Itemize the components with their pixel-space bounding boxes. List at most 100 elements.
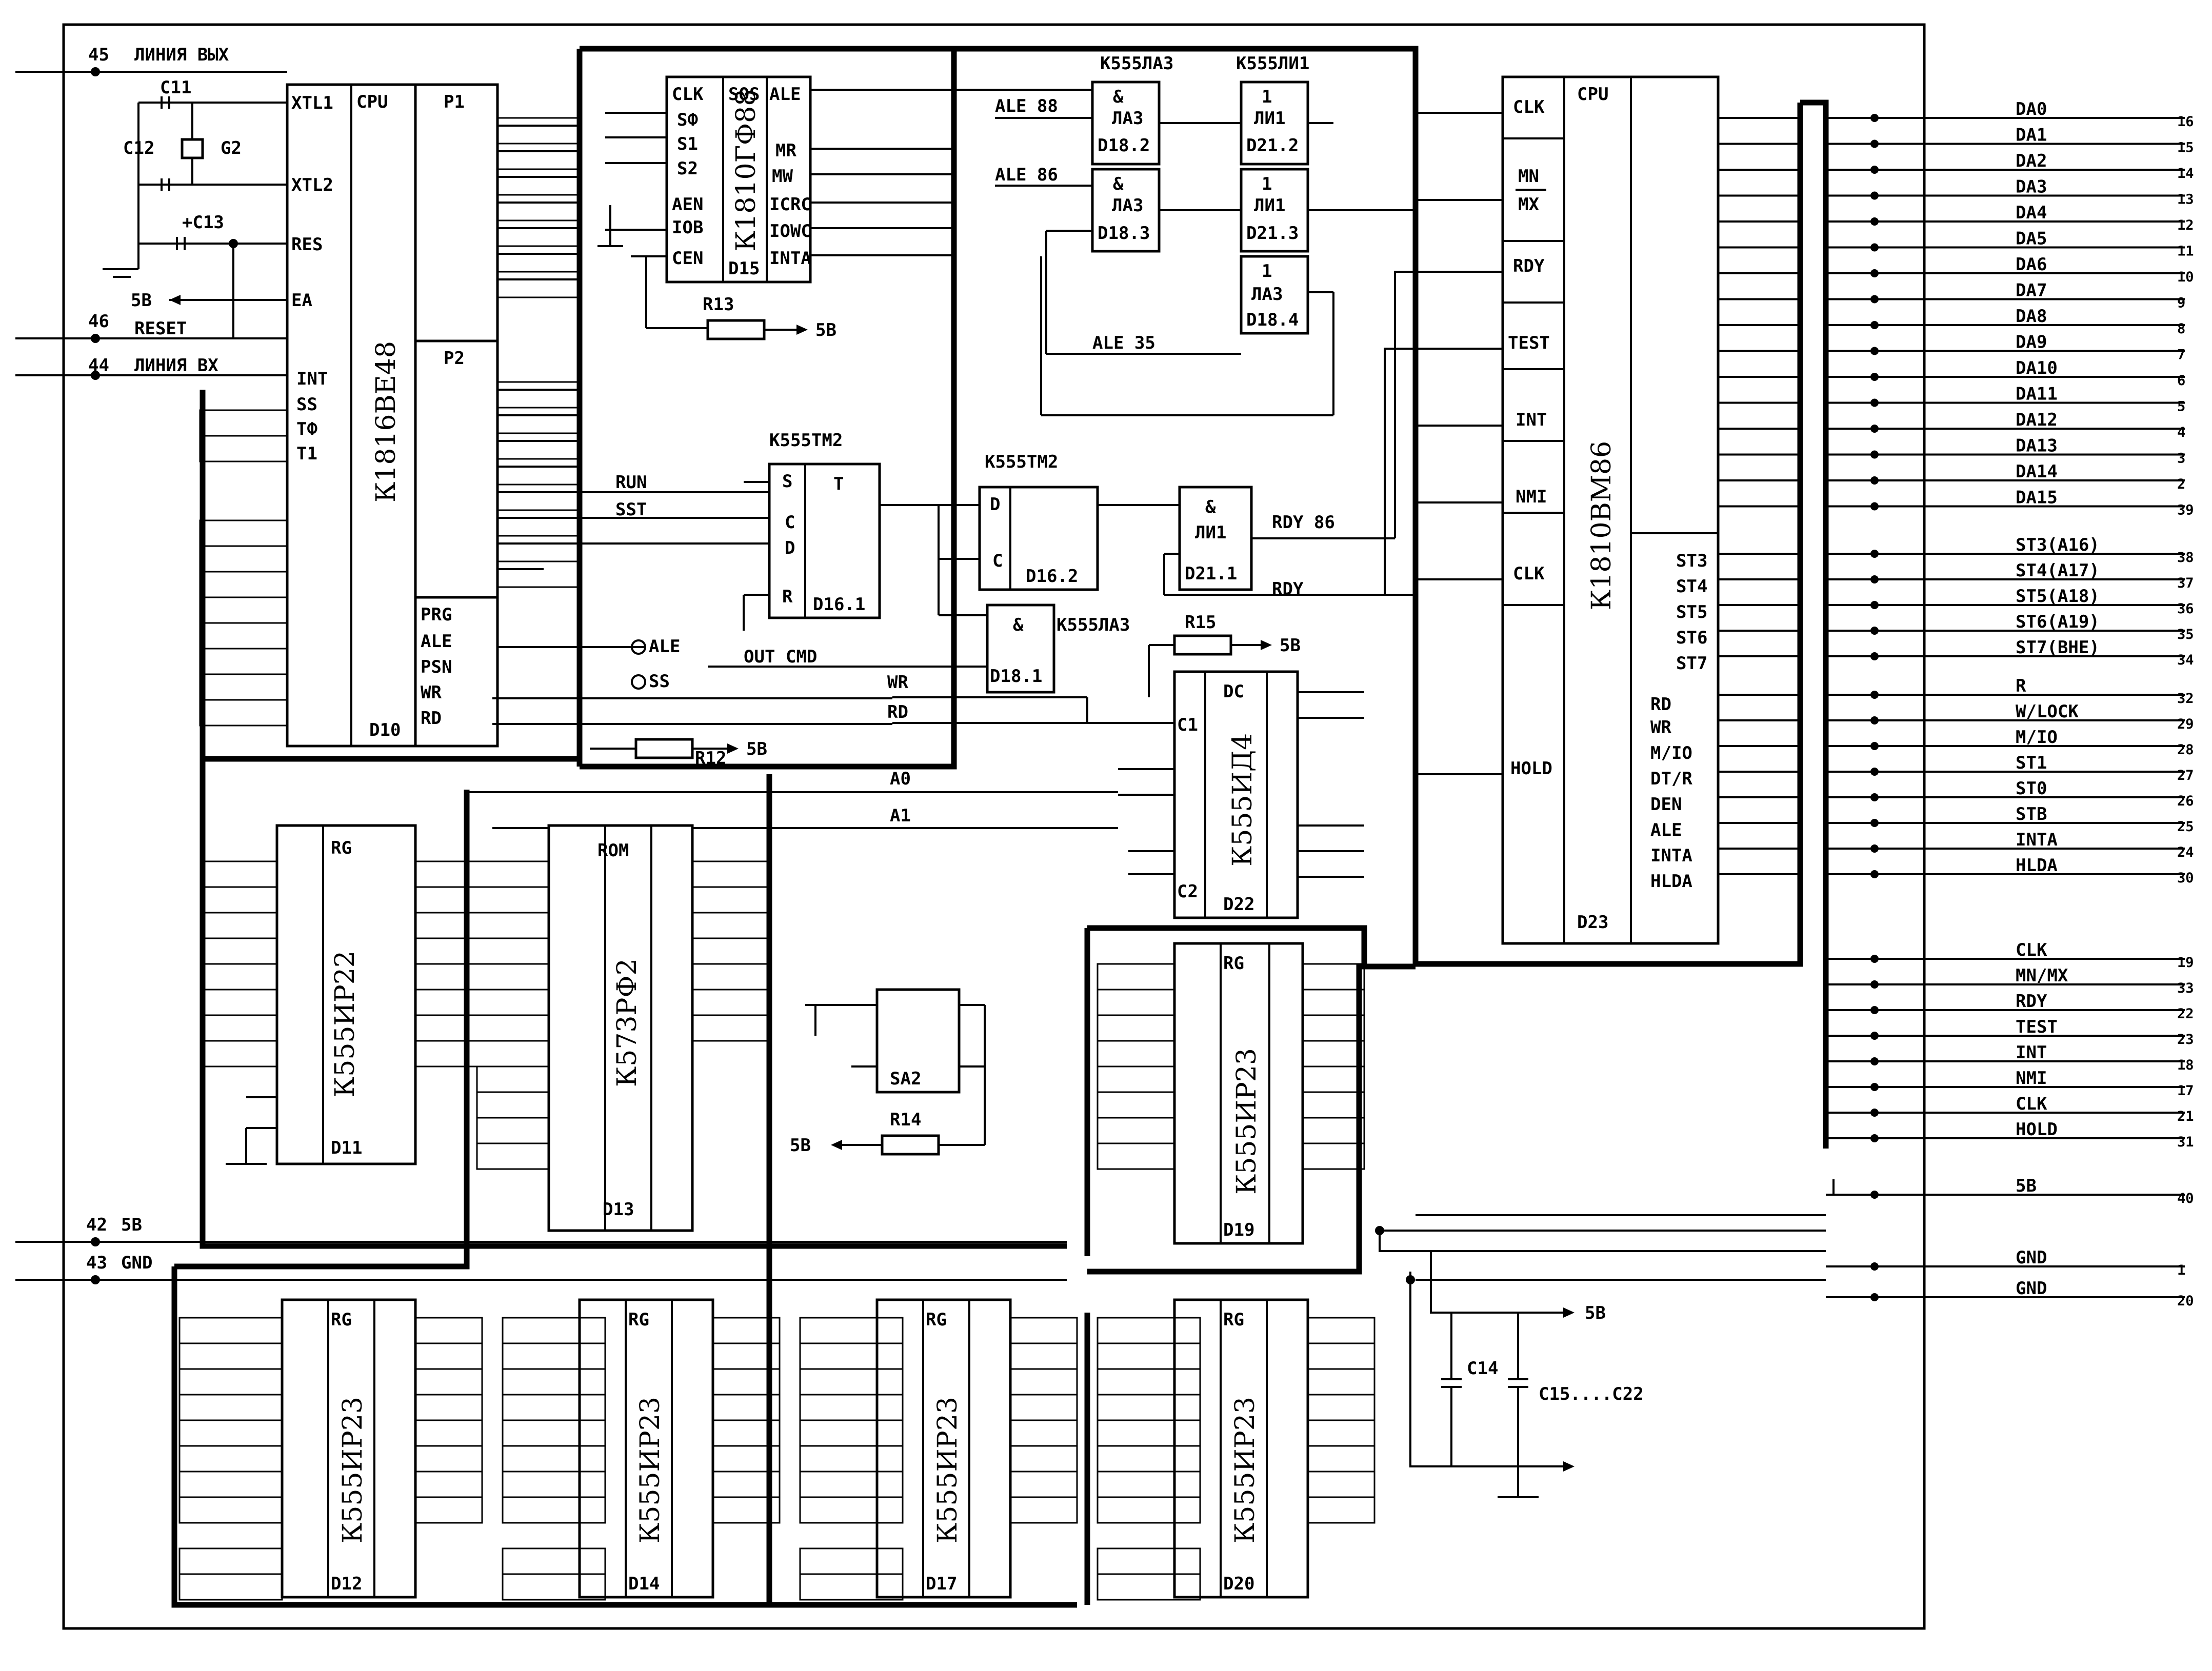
right-connector: DA016DA115DA214DA313DA412DA511DA610DA79D… xyxy=(1826,99,2194,1309)
d23-pin-st7: ST7 xyxy=(1676,653,1707,674)
conn-inputs-6-label: CLK xyxy=(2016,1094,2047,1114)
d21-2-func: ЛИ1 xyxy=(1254,108,1285,129)
conn-data-3-label: DA3 xyxy=(2016,177,2047,197)
d17-ref: D17 xyxy=(926,1574,957,1594)
pin-42-num: 42 xyxy=(86,1215,107,1235)
d15-pin-cen: CEN xyxy=(672,248,703,269)
conn-inputs-2-pin: 22 xyxy=(2177,1006,2194,1022)
d19-func: RG xyxy=(1223,953,1244,974)
conn-power-2-label: GND xyxy=(2016,1278,2047,1299)
d17-func: RG xyxy=(926,1310,947,1330)
conn-data-11-label: DA11 xyxy=(2016,384,2058,405)
left-connector: 45 ЛИНИЯ ВЫХ 46 RESET 44 ЛИНИЯ ВХ 42 5В … xyxy=(15,45,1067,1284)
conn-control-4-pin: 26 xyxy=(2177,793,2194,809)
net-wr: WR xyxy=(887,672,908,693)
svg-text:1: 1 xyxy=(1262,87,1272,107)
d23-pin-st6: ST6 xyxy=(1676,628,1707,648)
d23-data-stubs xyxy=(1718,117,1800,875)
d10-func: CPU xyxy=(356,92,388,112)
conn-control-5-pin: 25 xyxy=(2177,819,2194,835)
d16-1-func: T xyxy=(833,474,844,494)
conn-inputs-0-label: CLK xyxy=(2016,940,2047,960)
top-gates: К555ЛА3 К555ЛИ1 & ЛА3 D18.2 & ЛА3 D18.3 … xyxy=(954,53,1416,416)
conn-power-1-pin: 1 xyxy=(2177,1262,2185,1278)
r15-supply: 5В xyxy=(1280,635,1301,656)
clock-circuit: C11 C12 G2 +C13 5В xyxy=(103,77,287,338)
conn-data-7-label: DA7 xyxy=(2016,280,2047,301)
conn-control-7-label: HLDA xyxy=(2016,855,2058,876)
conn-status-4-label: ST7(ВНЕ) xyxy=(2016,637,2100,658)
conn-data-1-label: DA1 xyxy=(2016,125,2047,146)
d23-pin-mx: MX xyxy=(1518,194,1539,215)
d10-pin-psn: PSN xyxy=(421,657,452,677)
net-rd: RD xyxy=(887,702,908,722)
net-sst: SST xyxy=(615,499,647,520)
chip-d10: CPU P1 P2 К1816ВЕ48 D10 XTL1 XTL2 RES EA… xyxy=(286,83,769,748)
conn-control-0-pin: 32 xyxy=(2177,691,2194,707)
r12-supply: 5В xyxy=(746,739,767,759)
d16-1-pin-c: C xyxy=(785,512,795,533)
c11-label: C11 xyxy=(160,77,191,98)
d18-1-ref: D18.1 xyxy=(990,666,1042,687)
reset-label: RESET xyxy=(134,318,187,339)
d10-pin-ale: ALE xyxy=(421,631,452,652)
d20-part: К555ИР23 xyxy=(1230,1397,1261,1543)
net-a0: A0 xyxy=(890,769,911,789)
pin-45-num: 45 xyxy=(88,45,109,65)
conn-control-0-label: R xyxy=(2016,676,2026,696)
chip-d15: CLK SФ S1 S2 AEN IOB CEN SOS ALE MR MW I… xyxy=(597,75,954,329)
d18-2-ref: D18.2 xyxy=(1098,135,1150,156)
net-ale35: ALE 35 xyxy=(1092,333,1155,353)
conn-control-4-label: ST0 xyxy=(2016,778,2047,799)
d23-pin-inta: INTA xyxy=(1650,845,1692,866)
d16-1-ref: D16.1 xyxy=(813,594,865,615)
conn-inputs-1-pin: 33 xyxy=(2177,980,2194,996)
net-ale88: ALE 88 xyxy=(995,96,1058,116)
conn-data-8-pin: 8 xyxy=(2177,321,2185,337)
d18-3-ref: D18.3 xyxy=(1098,223,1150,244)
d12-ref: D12 xyxy=(331,1574,362,1594)
conn-data-4-pin: 12 xyxy=(2177,217,2194,233)
d21-1-ref: D21.1 xyxy=(1185,563,1237,584)
r13-label: R13 xyxy=(703,294,734,315)
d23-pin-hlda: HLDA xyxy=(1650,871,1692,892)
d18-1-title: К555ЛА3 xyxy=(1057,615,1130,635)
d23-pin-mio: M/IO xyxy=(1650,743,1692,763)
conn-power-0-label: 5В xyxy=(2016,1176,2037,1196)
d14-ref: D14 xyxy=(628,1574,660,1594)
switch-sa2: SA2 xyxy=(805,988,986,1113)
lower-buses xyxy=(171,759,1416,1608)
d15-pin-sos: SOS xyxy=(728,84,760,105)
net-ale86: ALE 86 xyxy=(995,165,1058,185)
r12-label: R12 xyxy=(695,748,726,769)
test-ale: ALE xyxy=(649,636,680,657)
c13-label: +C13 xyxy=(182,212,224,233)
svg-text:1: 1 xyxy=(1262,261,1272,281)
d14-func: RG xyxy=(628,1310,649,1330)
chip-d16-2: К555ТМ2 D C D16.2 xyxy=(938,452,1164,615)
d10-pin-ea: EA xyxy=(291,290,312,311)
d23-pin-rd: RD xyxy=(1650,694,1671,715)
d15-pin-mr: MR xyxy=(775,140,796,161)
d20-func: RG xyxy=(1223,1310,1244,1330)
conn-data-1-pin: 15 xyxy=(2177,140,2194,156)
pin-43-num: 43 xyxy=(86,1253,107,1273)
conn-data-6-pin: 10 xyxy=(2177,269,2194,285)
conn-data-7-pin: 9 xyxy=(2177,295,2185,311)
d15-pin-aen: AEN xyxy=(672,194,703,215)
d23-pin-wr: WR xyxy=(1650,717,1671,738)
d23-pin-clk2: CLK xyxy=(1513,563,1545,584)
d23-pin-st5: ST5 xyxy=(1676,602,1707,622)
d16-1-pin-d: D xyxy=(785,538,795,558)
resistor-r13: R13 5В xyxy=(703,294,836,340)
d10-pin-prg: PRG xyxy=(421,605,452,625)
conn-inputs-2-label: RDY xyxy=(2016,991,2047,1012)
d23-func: CPU xyxy=(1577,84,1608,105)
d23-pin-int: INT xyxy=(1516,410,1547,430)
conn-control-1-pin: 29 xyxy=(2177,716,2194,732)
conn-data-0-pin: 16 xyxy=(2177,114,2194,130)
conn-data-15-label: DA15 xyxy=(2016,488,2058,508)
d10-pin-t1: T1 xyxy=(296,444,317,464)
r14-supply: 5В xyxy=(790,1135,811,1156)
resistor-r15: R15 5В xyxy=(1148,612,1301,697)
